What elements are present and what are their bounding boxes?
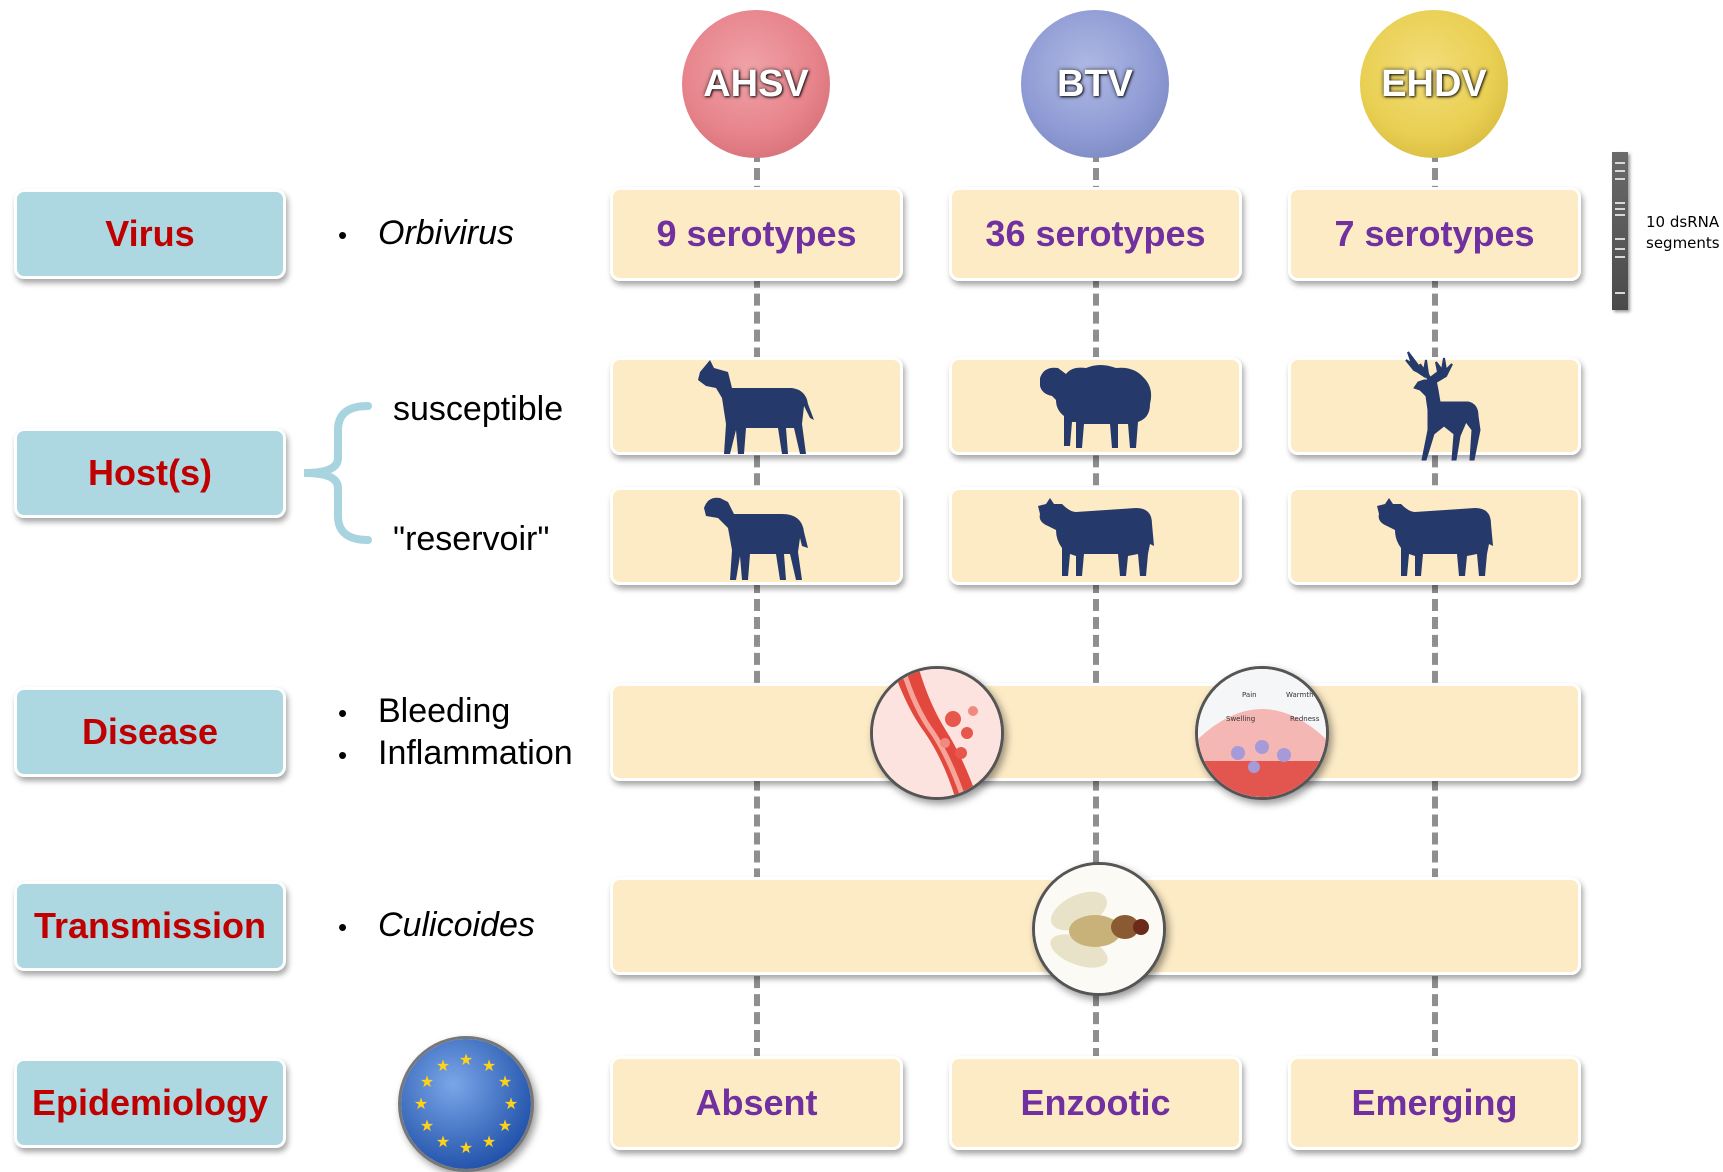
inflammation-icon: Pain Warmth Swelling Redness [1195,666,1329,800]
svg-text:★: ★ [504,1094,518,1113]
eu-flag-globe-icon: ★★★ ★★★ ★★★ ★★★ [398,1036,534,1172]
btv-serotypes-cell: 36 serotypes [949,187,1242,281]
inflammation-word: Redness [1290,715,1320,723]
ehdv-epidemiology-cell: Emerging [1288,1056,1581,1150]
ahsv-epidemiology-cell: Absent [610,1056,903,1150]
host-row-label: Host(s) [14,428,286,518]
btv-virion: BTV [1021,10,1169,158]
deer-icon [1394,350,1486,462]
btv-epidemiology-cell: Enzootic [949,1056,1242,1150]
ahsv-serotypes-cell: 9 serotypes [610,187,903,281]
ahsv-label: AHSV [703,63,809,106]
svg-text:★: ★ [436,1132,450,1151]
ehdv-virion: EHDV [1360,10,1508,158]
bullet-icon: • [338,740,378,771]
bullet-icon: • [338,912,378,943]
cow-icon [1375,496,1497,578]
epidemiology-row-label: Epidemiology [14,1058,286,1148]
disease-cell [610,683,1581,781]
susceptible-label: susceptible [393,390,563,429]
transmission-row-label: Transmission [14,881,286,971]
inflammation-word: Pain [1242,691,1257,699]
ahsv-virion: AHSV [682,10,830,158]
bullet-icon: • [338,220,378,251]
disease-item-bleeding: •Bleeding [338,692,510,731]
brace-icon [296,400,372,546]
transmission-description: •Culicoides [338,906,535,945]
svg-text:★: ★ [436,1056,450,1075]
bullet-icon: • [338,698,378,729]
disease-row-label: Disease [14,687,286,777]
svg-text:★: ★ [459,1050,473,1069]
virus-row-label: Virus [14,189,286,279]
svg-text:★: ★ [482,1132,496,1151]
cow-icon [1036,496,1158,578]
reservoir-label: "reservoir" [393,520,549,559]
bleeding-vessel-icon [870,666,1004,800]
horse-icon [694,358,818,456]
svg-text:★: ★ [498,1072,512,1091]
zebra-icon [700,492,812,582]
inflammation-word: Swelling [1226,715,1255,723]
svg-text:★: ★ [482,1056,496,1075]
svg-text:★: ★ [420,1072,434,1091]
ehdv-label: EHDV [1381,63,1487,106]
svg-text:★: ★ [414,1094,428,1113]
svg-text:★: ★ [459,1138,473,1157]
sheep-icon [1038,360,1156,452]
gel-electrophoresis-icon [1612,152,1628,310]
ehdv-serotypes-cell: 7 serotypes [1288,187,1581,281]
svg-text:★: ★ [498,1116,512,1135]
virus-description: •Orbivirus [338,214,514,253]
svg-text:★: ★ [420,1116,434,1135]
btv-label: BTV [1057,63,1133,106]
midge-icon [1032,862,1166,996]
disease-item-inflammation: •Inflammation [338,734,573,773]
gel-label: 10 dsRNA segments [1646,212,1723,254]
inflammation-word: Warmth [1286,691,1314,699]
